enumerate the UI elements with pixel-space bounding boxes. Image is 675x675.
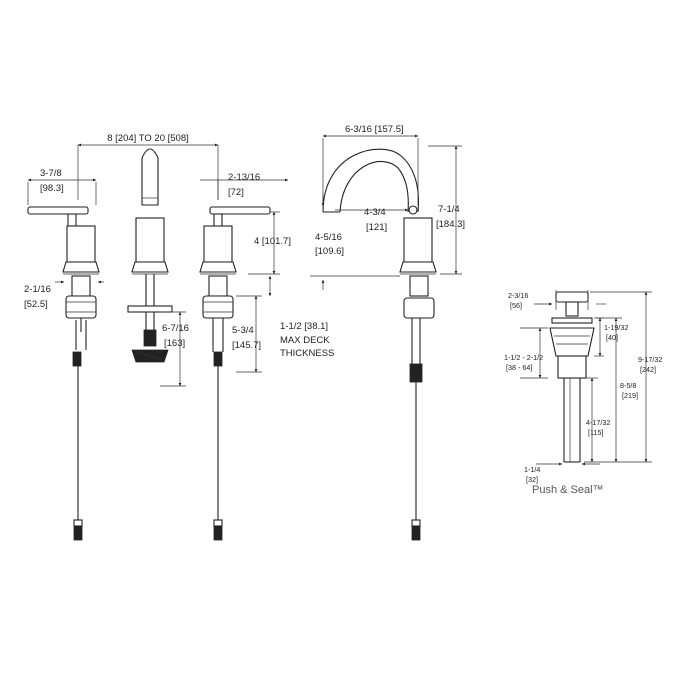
deck-thickness-label: 1-1/2 [38.1] — [280, 321, 328, 332]
aerator-height-mm-label: [121] — [366, 222, 387, 233]
base-dia-mm-label: [52.5] — [24, 299, 48, 310]
drain-tail-dia-label: 1-1/4 — [524, 465, 540, 474]
aerator-height-label: 4-3/4 — [364, 207, 386, 218]
spread-label: 8 [204] TO 20 [508] — [107, 133, 189, 144]
drain-body-h-mm-label: [219] — [622, 391, 638, 400]
drain-sink-range-label: 1-1/2 - 2-1/2 — [504, 353, 543, 362]
drain-total-h-mm-label: [242] — [640, 365, 656, 374]
shank-len-mm-label: [163] — [164, 338, 185, 349]
center-spout-side — [127, 148, 173, 363]
left-handle-valve — [27, 206, 100, 541]
drain-flange-h-label: 1-19/32 — [604, 323, 628, 332]
clearance-mm-label: [109.6] — [315, 246, 344, 257]
spout-height-label: 7-1/4 — [438, 204, 460, 215]
drain-tail-h-mm-label: [115] — [588, 428, 603, 437]
spout-reach-label: 6-3/16 [157.5] — [345, 124, 404, 135]
drain-sink-range-mm-label: [38 - 64] — [506, 363, 532, 372]
handle-width-label: 3-7/8 — [40, 168, 62, 179]
shank-len-label: 6-7/16 — [162, 323, 189, 334]
drain-body-h-label: 8-5/8 — [620, 381, 636, 390]
deck-note-1-label: MAX DECK — [280, 335, 330, 346]
drain-tail-h-label: 4-17/32 — [586, 418, 610, 427]
drain-brand-label: Push & Seal™ — [532, 484, 604, 496]
drain-labels: 2-3/16 [56] 1-19/32 [40] 1-1/2 - 2-1/2 [… — [504, 291, 662, 496]
handle-width-mm-label: [98.3] — [40, 183, 64, 194]
valve-shank-mm-label: [145.7] — [232, 340, 261, 351]
right-handle-valve — [199, 206, 271, 541]
drain-tail-dia-mm-label: [32] — [526, 475, 538, 484]
handle-offset-mm-label: [72] — [228, 187, 244, 198]
deck-note-2-label: THICKNESS — [280, 348, 334, 359]
drain-cap-dia-label: 2-3/16 — [508, 291, 528, 300]
handle-offset-label: 2-13/16 — [228, 172, 260, 183]
dimension-lines — [27, 134, 462, 387]
drain-cap-dia-mm-label: [56] — [510, 301, 522, 310]
spout-height-mm-label: [184.3] — [436, 219, 465, 230]
valve-shank-label: 5-3/4 — [232, 325, 254, 336]
dimension-labels: 8 [204] TO 20 [508] 3-7/8 [98.3] 2-1/16 … — [24, 124, 465, 359]
spout-front-view — [322, 148, 437, 541]
drain-assembly — [549, 291, 595, 463]
handle-height-label: 4 [101.7] — [254, 236, 291, 247]
drain-dimension-lines — [520, 290, 652, 466]
drain-total-h-label: 9-17/32 — [638, 355, 662, 364]
clearance-label: 4-5/16 — [315, 232, 342, 243]
base-dia-label: 2-1/16 — [24, 284, 51, 295]
drain-flange-h-mm-label: [40] — [606, 333, 618, 342]
